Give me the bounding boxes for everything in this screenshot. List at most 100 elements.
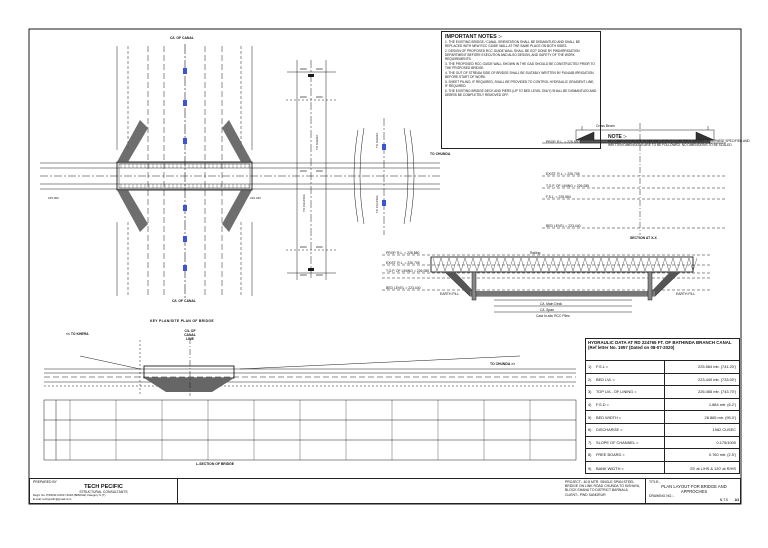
svg-text:2000: 2000	[316, 67, 323, 71]
consultant-name: TECH PECIFIC	[84, 484, 123, 491]
level-label: EXIST. R.L. = 226.705	[546, 172, 580, 176]
hydraulic-row-number: 3)	[588, 389, 592, 395]
svg-text:TO KHERA: TO KHERA	[375, 133, 379, 148]
hydraulic-row: 4) F.S.D = 1.884 mtr. (6.2')	[586, 398, 739, 412]
hydraulic-row-label: F.S.L =	[596, 361, 665, 373]
hydraulic-row-value: 1.884 mtr. (6.2')	[708, 402, 736, 408]
sheet-border	[28, 28, 742, 505]
drawing-no-label: DRAWING NO.:-	[649, 494, 675, 499]
canal-centerline-label-top: C/L OF CANAL	[170, 36, 194, 40]
important-notes: IMPORTANT NOTES :- 1. THE EXISTING BRIDG…	[441, 31, 601, 149]
elev-level: T.O.P. OF LINING = 226.085	[386, 269, 429, 273]
hydraulic-row-number: 4)	[588, 402, 592, 408]
title-label: TITLE:-	[649, 480, 661, 484]
sheet-size: A3	[734, 497, 739, 502]
ls-center-line1: C/L OF	[184, 329, 196, 333]
hydraulic-row-label: F.S.D =	[596, 398, 665, 411]
svg-text:2000: 2000	[300, 67, 307, 71]
svg-text:TO CHUNDA: TO CHUNDA	[375, 195, 379, 213]
road-label-right: TO CHUNDA	[430, 152, 451, 156]
drawing-title: PLAN LAYOUT FOR BRIDGE AND APPROCHES	[661, 484, 727, 495]
elev-level: EXIST. R.L. = 226.705	[386, 261, 420, 265]
ls-left-direction: << TO KHERA	[66, 332, 89, 336]
elev-level: PROP. R.L. = 228.880	[386, 251, 420, 255]
earth-fill-left: EARTH FILL	[440, 292, 460, 296]
hydraulic-row-value: 1962 CUSEC	[712, 427, 736, 433]
svg-text:TO CHUNDA: TO CHUNDA	[302, 194, 306, 212]
hydraulic-header: HYDRAULIC DATA AT RD 224765 FT. OF BATHI…	[586, 339, 739, 361]
hydraulic-row-value: 0.760 mtr. (2.5')	[708, 452, 736, 458]
hydraulic-row-value: 225.584 mtr. (741.20')	[698, 364, 736, 370]
ls-caption: L-SECTION OF BRIDGE	[196, 462, 235, 466]
note-item: 2. DESIGN OF PROPOSED RCC GUIDE WALL SHA…	[445, 49, 580, 61]
hydraulic-row-label: BED LVL =	[596, 373, 665, 386]
hydraulic-row-number: 7)	[588, 439, 592, 445]
svg-text:2000: 2000	[300, 95, 307, 99]
project-text: PROJECT:- 40.8 MTR. SINGLE SPAN STEEL BR…	[565, 480, 641, 493]
level-label: PROP. R.L. = 228.880	[546, 140, 580, 144]
note-item: 4. THE OUT OF STREAM SIDE OF BRIDGE SHAL…	[445, 70, 594, 79]
svg-text:TO KHERA: TO KHERA	[315, 135, 319, 150]
title-cell: TITLE:- PLAN LAYOUT FOR BRIDGE AND APPRO…	[646, 479, 742, 503]
hydraulic-row-number: 8)	[588, 452, 592, 458]
hydraulic-row-label: FREE BOARD =	[596, 449, 665, 461]
hydraulic-row-number: 1)	[588, 364, 592, 370]
hydraulic-row-label: BED WIDTH =	[596, 411, 665, 423]
hydraulic-row-value: 0.175/1000	[716, 439, 736, 445]
general-note: NOTE :- ALL DIMENSIONS ARE IN MM AND LEV…	[608, 134, 758, 164]
earth-fill-right: EARTH FILL	[676, 292, 696, 296]
hydraulic-rows: 1) F.S.L = 225.584 mtr. (741.20') 2)BED LVL…	[586, 361, 739, 475]
elev-level: BED LEVEL = 223.440	[386, 286, 421, 290]
ls-center-line3: LINE	[186, 337, 194, 342]
general-note-text: ALL DIMENSIONS ARE IN MM AND LEVELS IN M…	[608, 139, 750, 147]
note-item: 1. THE EXISTING BRIDGE / CANAL ORIENTATI…	[445, 40, 580, 48]
consultant-cell: PREPARED BY TECH PECIFIC STRUCTURAL CONS…	[30, 479, 178, 503]
project-cell: PROJECT:- 40.8 MTR. SINGLE SPAN STEEL BR…	[562, 479, 646, 503]
svg-text:2000: 2000	[300, 245, 307, 249]
piles-label: Cast In-situ RCC Piles	[536, 314, 570, 318]
svg-text:225.000: 225.000	[48, 196, 59, 200]
scale-value: N.T.S	[719, 497, 728, 502]
title-block: PREPARED BY TECH PECIFIC STRUCTURAL CONS…	[29, 478, 741, 504]
level-label: F.S.L. = 225.584	[546, 195, 571, 199]
hydraulic-row-label: TOP LVL. OF LINING =	[596, 386, 665, 398]
hydraulic-row-number: 5)	[588, 414, 592, 420]
level-label: BED LEVEL = 223.440	[546, 224, 581, 228]
client-value: PWD SANGRUR	[579, 492, 606, 497]
plan-caption: KEY PLAN/SITE PLAN OF BRIDGE	[150, 319, 214, 323]
hydraulic-row-value: 226.085 mtr. (743.70')	[698, 389, 736, 395]
cross-section-view	[542, 123, 726, 235]
hydraulic-row: 3) TOP LVL. OF LINING = 226.085 mtr. (743.…	[586, 386, 739, 399]
svg-text:2000: 2000	[300, 273, 307, 277]
plan-view: 2000 2000 2000 2000 2000 2000 2000 2000 2000…	[40, 44, 440, 300]
svg-text:2000: 2000	[316, 169, 323, 173]
important-notes-title: IMPORTANT NOTES :-	[445, 34, 502, 40]
svg-text:2000: 2000	[300, 169, 307, 173]
elevation-view	[382, 254, 710, 313]
note-item: 3. THE PROPOSED RCC GUIDE WALL SHOWN IN …	[445, 61, 595, 70]
svg-text:2000: 2000	[316, 245, 323, 249]
hydraulic-row: 9)BANK WIDTH =25' at L/HS & 120' at R/HS	[586, 461, 739, 475]
level-label: T.O.P. OF LINING = 226.085	[546, 184, 589, 188]
hydraulic-row: 5)BED WIDTH =28.865 mtr. (95.0')	[586, 411, 739, 424]
svg-text:226.340: 226.340	[250, 196, 261, 200]
consultant-prefix: PREPARED BY	[33, 480, 57, 484]
railing-label: Railing	[530, 251, 541, 255]
hydraulic-row-value: 25' at L/HS & 120' at R/HS	[690, 465, 736, 471]
cross-section-caption: SECTION AT X-X	[630, 236, 657, 240]
hydraulic-row: 1) F.S.L = 225.584 mtr. (741.20')	[586, 361, 739, 374]
ls-center-line2: CANAL	[184, 333, 196, 338]
consultant-sub: STRUCTURAL CONSULTANTS	[79, 490, 128, 495]
span-caption: C/L Span	[540, 308, 555, 312]
client-label: CLIENT:-	[565, 492, 579, 497]
hydraulic-row-number: 9)	[588, 465, 592, 471]
hydraulic-row: 7)SLOPE OF CHANNEL =0.175/1000	[586, 436, 739, 450]
svg-text:2000: 2000	[316, 273, 323, 277]
ls-right-direction: TO CHUNDA >>	[490, 362, 516, 366]
hydraulic-row: 2)BED LVL =223.440 mtr. (733.00')	[586, 373, 739, 387]
hydraulic-data-table: HYDRAULIC DATA AT RD 224765 FT. OF BATHI…	[585, 338, 740, 475]
canal-centerline-label-bottom: C/L OF CANAL	[172, 299, 196, 303]
general-note-title: NOTE :-	[608, 134, 627, 140]
